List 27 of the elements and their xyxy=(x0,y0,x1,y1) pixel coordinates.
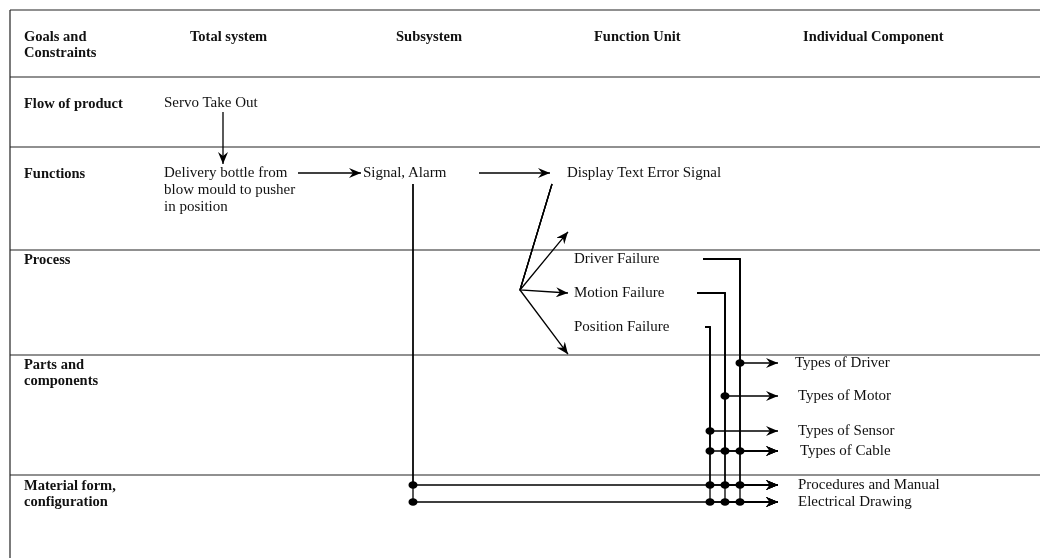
column-header: Subsystem xyxy=(396,28,464,44)
node-text: Procedures and Manual xyxy=(778,476,1018,494)
node-text: Servo Take Out xyxy=(164,94,304,112)
node-text: Types of Sensor xyxy=(778,422,998,440)
column-header: Function Unit xyxy=(594,28,682,44)
arrow xyxy=(519,183,569,355)
node-text: Motion Failure xyxy=(574,284,697,302)
node-text: Position Failure xyxy=(574,318,705,336)
column-header: Individual Component xyxy=(803,28,945,44)
node-text: Types of Cable xyxy=(778,442,998,460)
node-text: Display Text Error Signal xyxy=(552,164,727,200)
column-header: Total system xyxy=(190,28,269,44)
node-text: Signal, Alarm xyxy=(363,164,479,182)
row-header: Flow of product xyxy=(24,95,124,111)
row-header: Parts and components xyxy=(24,356,100,388)
arrow xyxy=(478,168,551,178)
node-text: Delivery bottle from blow mould to pusher in position xyxy=(164,164,298,234)
node-text: Types of Motor xyxy=(778,387,998,405)
arrow xyxy=(218,111,228,165)
node-text: Driver Failure xyxy=(574,250,703,268)
arrow xyxy=(297,168,362,178)
row-header: Material form, configuration xyxy=(24,477,117,509)
row-header: Functions xyxy=(24,165,87,181)
node-text: Electrical Drawing xyxy=(778,493,1018,511)
row-header: Process xyxy=(24,251,72,267)
node-text: Types of Driver xyxy=(778,354,998,372)
column-header: Goals and Constraints xyxy=(24,28,98,60)
